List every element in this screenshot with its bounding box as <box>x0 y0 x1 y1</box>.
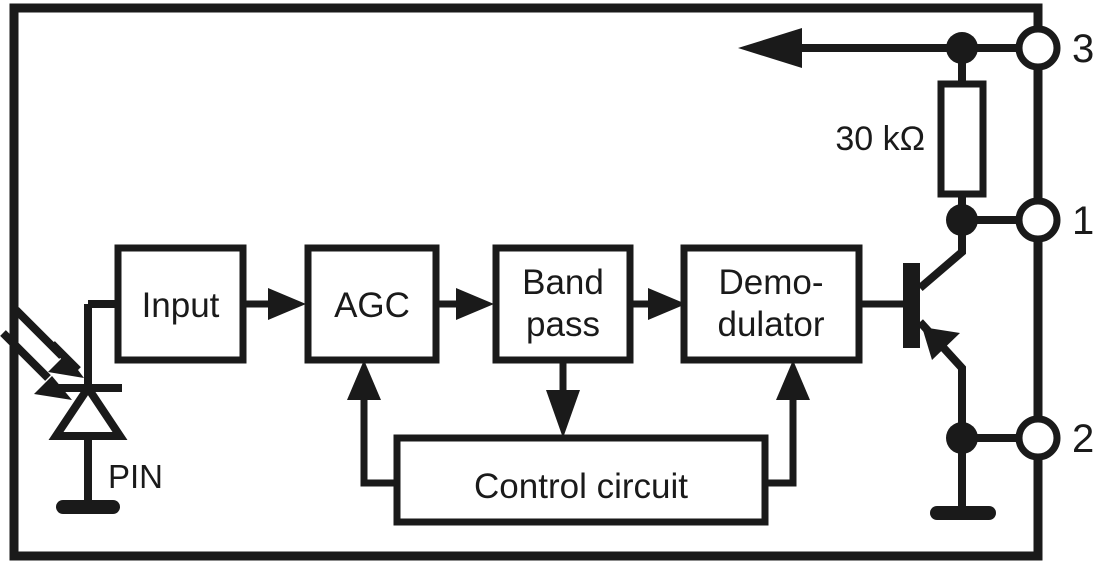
pin-terminal-3[interactable] <box>1015 25 1061 71</box>
photodiode-label: PIN <box>108 458 163 495</box>
pin-terminals <box>1015 25 1061 461</box>
arrow-bandpass-to-control <box>546 360 580 438</box>
arrow-control-to-demodulator <box>765 360 810 487</box>
pin-label-1: 1 <box>1072 199 1094 243</box>
arrow-input-to-agc <box>243 288 306 320</box>
resistor-30k: 30 kΩ <box>835 48 987 220</box>
arrow-agc-to-bandpass <box>436 288 494 320</box>
block-bandpass: Band pass <box>492 244 634 364</box>
block-demodulator-label-line2: dulator <box>717 305 824 344</box>
block-input: Input <box>114 244 247 364</box>
block-bandpass-label-line1: Band <box>522 263 604 302</box>
pin-photodiode <box>48 300 128 508</box>
ground-symbol-right <box>930 438 996 520</box>
arrow-control-to-agc <box>347 360 397 487</box>
block-agc: AGC <box>304 244 440 364</box>
pin-label-3: 3 <box>1072 27 1094 71</box>
block-bandpass-label-line2: pass <box>526 305 600 344</box>
pin-label-2: 2 <box>1072 417 1094 461</box>
block-input-label: Input <box>142 286 220 325</box>
block-demodulator-label-line1: Demo- <box>718 263 823 302</box>
block-agc-label: AGC <box>334 286 410 325</box>
light-arrow-1 <box>13 307 84 378</box>
arrow-bandpass-to-demodulator <box>630 288 686 320</box>
pin-connection-wires <box>962 44 1022 442</box>
ir-light-arrows <box>0 307 84 400</box>
pin-terminal-2[interactable] <box>1015 415 1061 461</box>
pin-number-labels: 3 1 2 <box>1072 27 1094 461</box>
block-control-circuit-label: Control circuit <box>474 467 688 506</box>
npn-transistor <box>903 220 966 438</box>
resistor-value-label: 30 kΩ <box>835 120 925 158</box>
supply-arrow <box>738 28 962 68</box>
block-demodulator: Demo- dulator <box>680 244 863 364</box>
ground-symbol-left <box>56 500 120 514</box>
light-arrow-2 <box>0 330 72 400</box>
pin-terminal-1[interactable] <box>1015 197 1061 243</box>
block-control-circuit: Control circuit <box>393 434 769 526</box>
